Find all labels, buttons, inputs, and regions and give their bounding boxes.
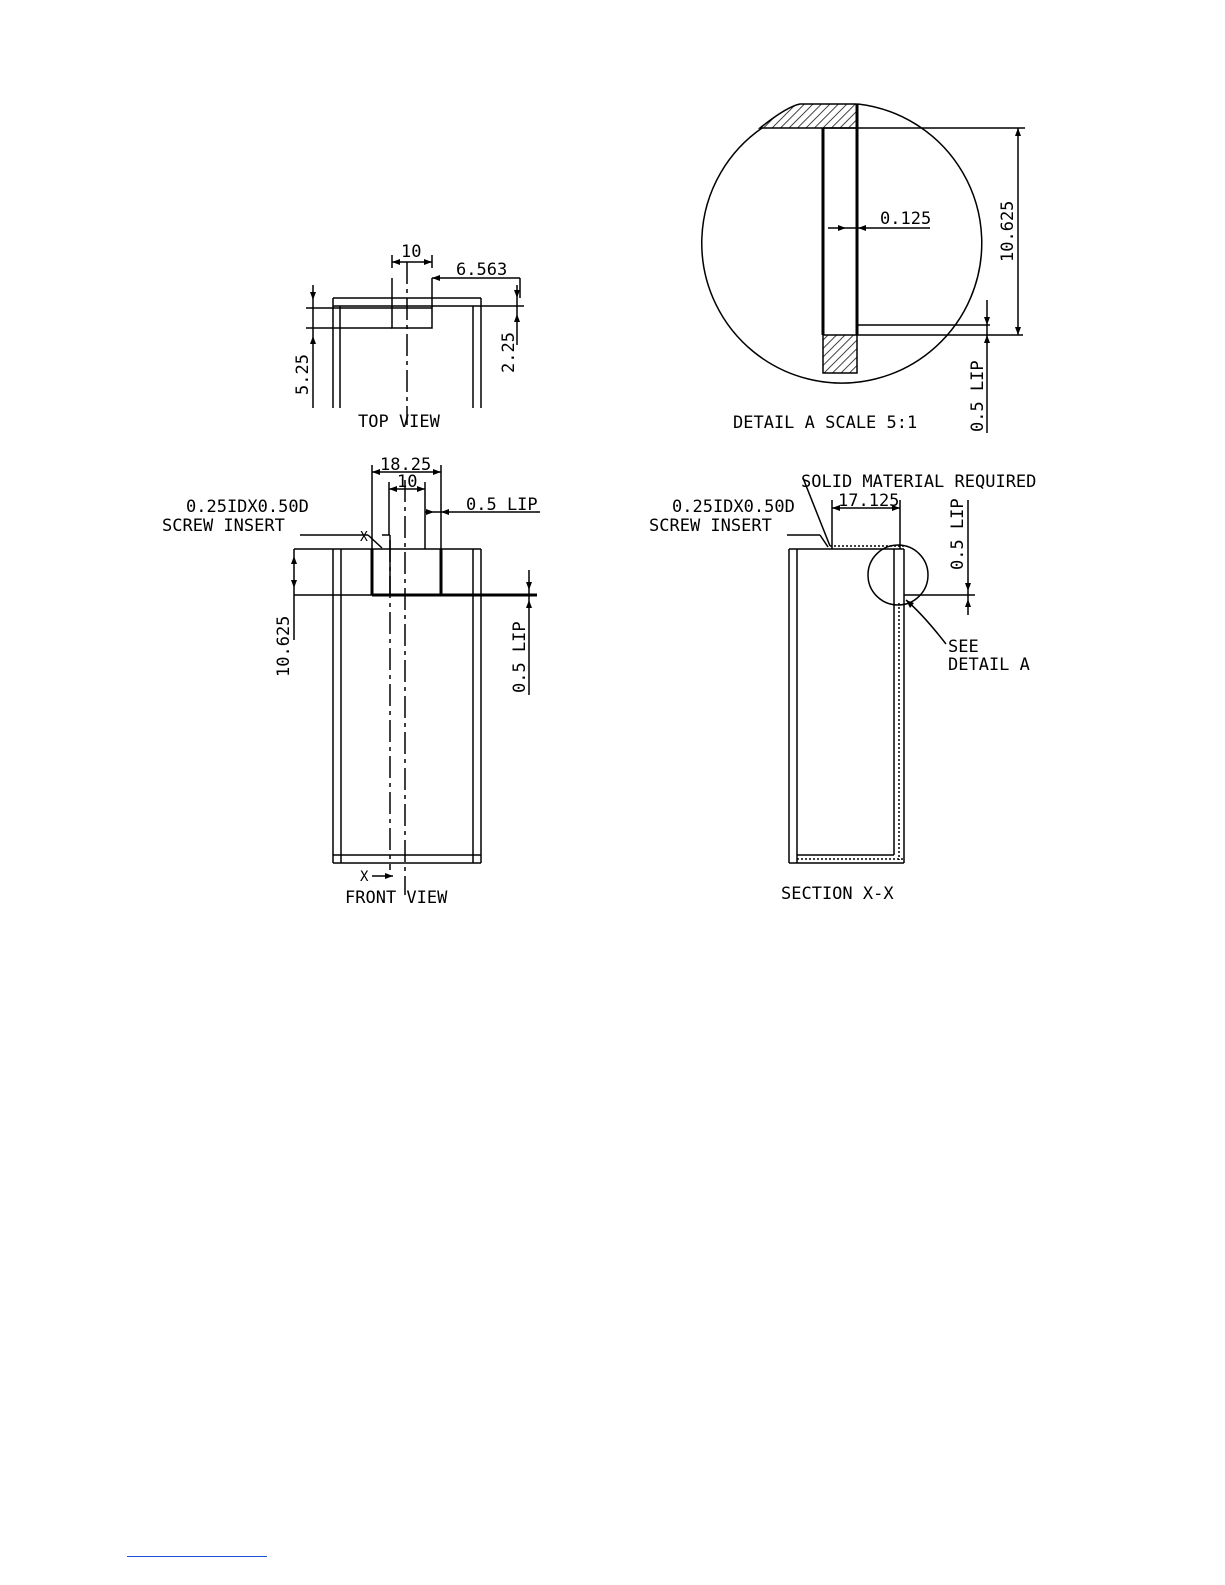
front-view-lip-right: 0.5 LIP: [510, 621, 530, 693]
detail-a-dim-thickness: 0.125: [880, 209, 931, 229]
front-view-section-mark-top: X: [360, 530, 368, 545]
front-view-dim-inner: 10: [397, 472, 417, 492]
detail-a-title: DETAIL A SCALE 5:1: [733, 413, 917, 433]
section-xx-title: SECTION X-X: [781, 884, 894, 904]
footer-rule: [127, 1556, 267, 1557]
top-view-title: TOP VIEW: [358, 412, 441, 432]
front-view-dim-height: 10.625: [274, 616, 294, 677]
front-view-section-mark-bottom: X: [360, 869, 369, 885]
top-view-dim-height: 5.25: [293, 354, 313, 395]
front-view-insert-label-2: SCREW INSERT: [162, 516, 285, 536]
section-xx-see-1: SEE: [948, 637, 979, 657]
front-view-insert-label-1: 0.25IDX0.50D: [186, 497, 309, 517]
section-xx-insert-label-1: 0.25IDX0.50D: [672, 497, 795, 517]
section-xx-dim-width: 17.125: [838, 491, 899, 511]
front-view-dimensions: [291, 465, 540, 879]
section-xx-insert-label-2: SCREW INSERT: [649, 516, 772, 536]
detail-a-dim-height: 10.625: [998, 201, 1018, 262]
front-view-title: FRONT VIEW: [345, 888, 448, 908]
top-view-body: [333, 262, 481, 425]
section-xx: SOLID MATERIAL REQUIRED 17.125 0.25IDX0.…: [649, 472, 1036, 904]
section-xx-solid-note: SOLID MATERIAL REQUIRED: [801, 472, 1036, 492]
top-view-dim-slot: 2.25: [499, 332, 519, 373]
detail-a: 0.125 10.625 0.5 LIP DETAIL A SCALE 5:1: [702, 104, 1025, 433]
section-xx-see-2: DETAIL A: [948, 655, 1030, 675]
front-view: 18.25 10 0.5 LIP 0.25IDX0.50D SCREW INSE…: [162, 455, 540, 908]
detail-a-lip: 0.5 LIP: [968, 360, 988, 432]
top-view-dim-offset: 6.563: [456, 260, 507, 280]
section-xx-body: [789, 545, 975, 863]
section-xx-lip: 0.5 LIP: [948, 498, 968, 570]
top-view-dim-width: 10: [401, 242, 421, 262]
front-view-lip-top: 0.5 LIP: [466, 495, 538, 515]
detail-a-body: [760, 104, 1023, 373]
top-view: 10 6.563 5.25 2.25 TOP VIEW: [293, 242, 524, 432]
